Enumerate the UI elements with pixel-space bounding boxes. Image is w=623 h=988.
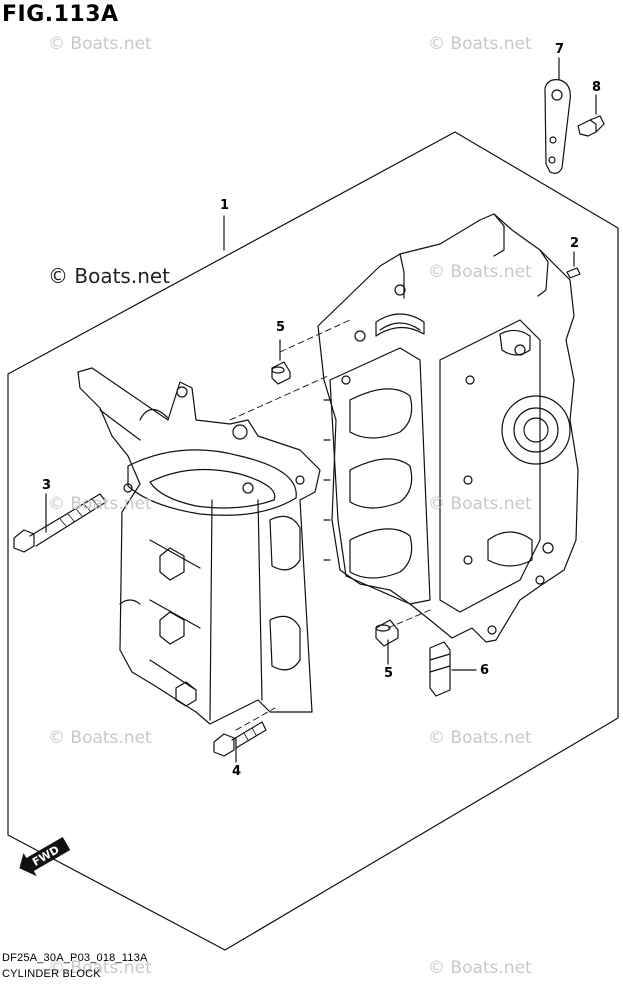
part-6-fitting [429,641,451,697]
assembly-frame [7,131,619,951]
watermark: © Boats.net [428,494,532,514]
watermark: © Boats.net [48,34,152,54]
callout-3: 3 [42,478,52,493]
watermark: © Boats.net [428,958,532,978]
watermark: © Boats.net [428,34,532,54]
figure-title: FIG.113A [2,2,119,27]
watermark: © Boats.net [48,494,152,514]
callout-8: 8 [592,80,602,95]
diagram-code: DF25A_30A_P03_018_113A [2,952,148,964]
fwd-arrow-icon: FWD [19,836,71,877]
callout-1: 1 [220,198,230,213]
callout-5: 5 [384,666,394,681]
callout-2: 2 [570,236,580,251]
callout-5: 5 [276,320,286,335]
part-4-short-bolt [213,721,267,757]
cylinder-block-right-half [317,213,579,643]
crankcase-left-half [77,367,321,725]
part-5-dowel-lower [375,619,399,647]
watermark-main: © Boats.net [48,264,171,288]
part-7-bracket [544,79,571,174]
part-8-bolt [577,115,605,137]
watermark: © Boats.net [48,728,152,748]
callout-6: 6 [480,663,490,678]
diagram-name: CYLINDER BLOCK [2,968,101,980]
watermark: © Boats.net [428,728,532,748]
watermark: © Boats.net [428,262,532,282]
watermark: © Boats.net [48,958,152,978]
callout-4: 4 [232,764,242,779]
part-5-dowel-upper [271,361,291,385]
part-3-long-bolt [13,493,107,553]
part-2-plug [566,267,581,279]
callout-7: 7 [555,42,565,57]
